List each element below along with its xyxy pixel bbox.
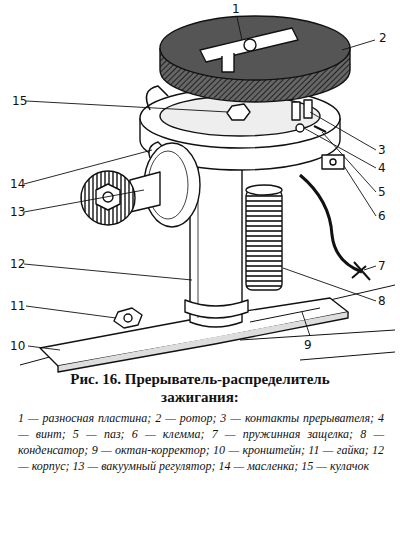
terminal (322, 155, 344, 169)
key-entry: 15 — кулачок (301, 459, 369, 473)
key-entry: 13 — вакуумный регулятор; (72, 459, 215, 473)
callout-number: 8 (378, 294, 386, 308)
cam (227, 104, 250, 120)
callout-number: 6 (378, 209, 386, 223)
parts-key: 1 — разносная пластина; 2 — ротор; 3 — к… (18, 410, 384, 474)
key-entry: 7 — пружинная защелка; (212, 427, 353, 441)
callout-number: 5 (378, 185, 386, 199)
callout-number: 11 (10, 299, 25, 313)
key-entry: 5 — паз; (73, 427, 125, 441)
callout-number: 3 (378, 143, 386, 157)
screw (296, 124, 304, 132)
key-entry: 2 — ротор; (155, 411, 216, 425)
breaker-contacts (292, 102, 300, 120)
rotor-plate (200, 28, 298, 62)
callout-number: 9 (304, 338, 312, 352)
key-entry: 3 — контакты прерывателя; (220, 411, 374, 425)
callout-number: 7 (378, 259, 386, 273)
bracket (40, 298, 348, 366)
callout-number: 14 (10, 177, 25, 191)
key-entry: 1 — разносная пластина; (18, 411, 151, 425)
callout-number: 10 (10, 339, 25, 353)
key-entry: 14 — масленка; (218, 459, 298, 473)
callout-number: 2 (379, 31, 387, 45)
callout-number: 15 (12, 94, 27, 108)
key-entry: 6 — клемма; (132, 427, 205, 441)
callout-number: 1 (232, 2, 240, 16)
key-entry: 9 — октан-корректор; (92, 443, 210, 457)
nut (114, 308, 142, 328)
key-entry: 11 — гайка; (308, 443, 368, 457)
callout-number: 12 (10, 257, 25, 271)
key-entry: 10 — кронштейн; (213, 443, 305, 457)
figure-caption: Рис. 16. Прерыватель-распределитель зажи… (40, 370, 360, 406)
condenser (246, 190, 282, 290)
callout-number: 13 (10, 205, 25, 219)
callout-number: 4 (378, 161, 386, 175)
